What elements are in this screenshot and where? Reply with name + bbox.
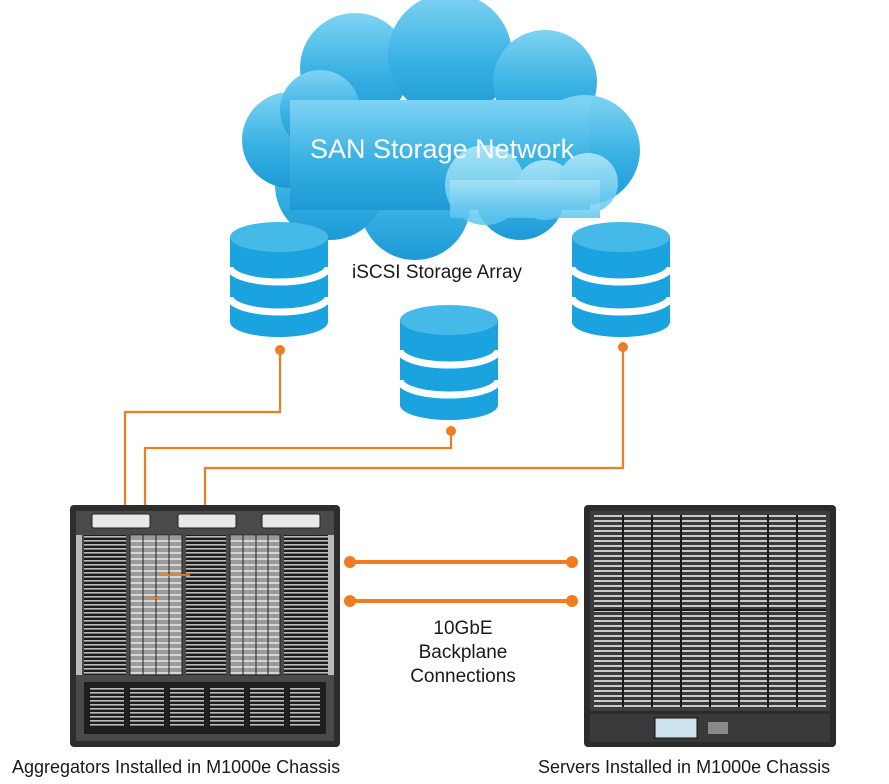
backplane-connections [344,556,578,607]
backplane-label-line-1: 10GbE [433,618,493,639]
cable-endpoints [275,342,628,436]
storage-array-label: iSCSI Storage Array [352,262,523,283]
aggregator-chassis-icon [70,505,340,747]
storage-array-icon-left [226,222,332,337]
storage-array-icon-right [568,222,674,337]
left-chassis-caption: Aggregators Installed in M1000e Chassis [12,757,341,777]
cloud-label: SAN Storage Network [310,134,575,164]
backplane-label: 10GbE Backplane Connections [408,617,518,689]
storage-array-icon-center [396,305,502,420]
right-chassis-caption: Servers Installed in M1000e Chassis [538,757,831,777]
backplane-label-line-2: Backplane [418,642,508,663]
backplane-label-line-3: Connections [410,666,516,687]
server-chassis-icon [584,505,836,747]
cloud-icon [242,0,640,260]
